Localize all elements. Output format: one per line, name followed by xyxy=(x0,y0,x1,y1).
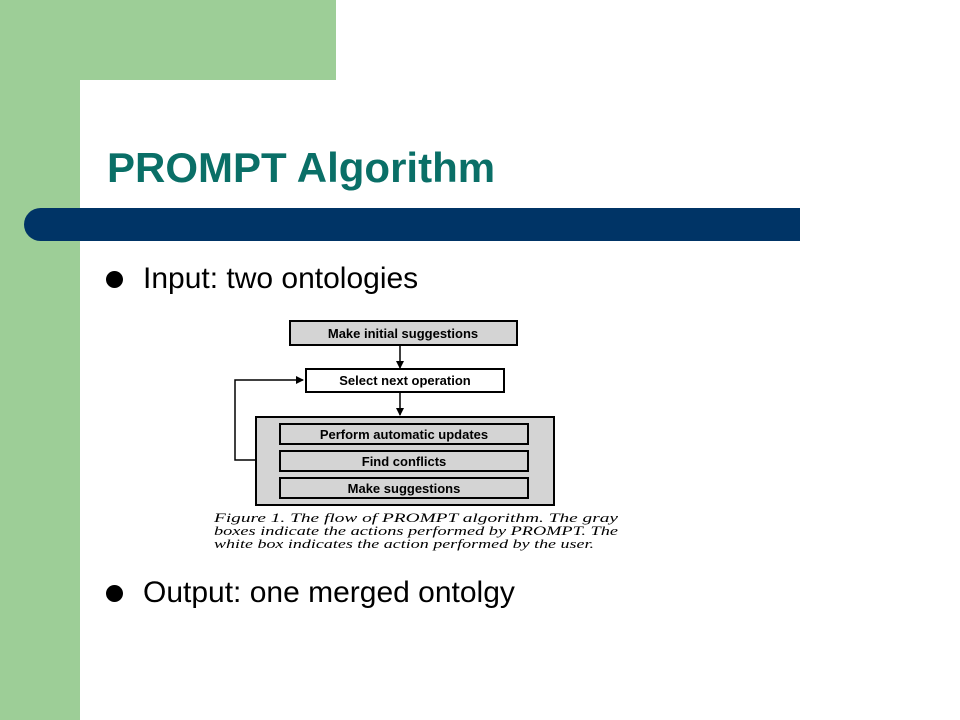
step-box-select-next-operation xyxy=(305,368,505,393)
top-green-band xyxy=(0,0,336,80)
flow-diagram: Make initial suggestions Select next ope… xyxy=(212,320,619,551)
step-box-make-initial-suggestions xyxy=(289,320,518,346)
figure-caption-line: Figure 1. The flow of PROMPT algorithm. … xyxy=(212,511,618,525)
step-label-perform-automatic-updates: Perform automatic updates xyxy=(320,427,488,442)
step-box-find-conflicts xyxy=(279,450,529,472)
slide-content-panel xyxy=(80,80,960,720)
title-underline-bar xyxy=(24,208,800,241)
bullet-item-input: Input: two ontologies xyxy=(106,259,418,299)
bullet-dot-icon xyxy=(106,584,123,602)
step-box-make-suggestions xyxy=(279,477,529,499)
step-label-find-conflicts: Find conflicts xyxy=(362,454,447,469)
feedback-loop-arrow xyxy=(234,376,304,461)
figure-caption-line: white box indicates the action performed… xyxy=(214,537,594,551)
left-green-band xyxy=(0,0,80,720)
step-box-perform-automatic-updates xyxy=(279,423,529,445)
prompt-flow-figure: Make initial suggestions Select next ope… xyxy=(206,312,626,557)
bullet-text: Output: one merged ontolgy xyxy=(143,576,515,609)
step-label-make-initial-suggestions: Make initial suggestions xyxy=(328,326,478,341)
bullet-item-output: Output: one merged ontolgy xyxy=(106,573,515,613)
step-label-select-next-operation: Select next operation xyxy=(339,373,471,388)
figure-caption-line: boxes indicate the actions performed by … xyxy=(214,524,619,538)
slide-title: PROMPT Algorithm xyxy=(107,144,496,191)
step-label-make-suggestions: Make suggestions xyxy=(348,481,461,496)
bullet-dot-icon xyxy=(106,270,123,288)
bullet-text: Input: two ontologies xyxy=(143,262,419,295)
